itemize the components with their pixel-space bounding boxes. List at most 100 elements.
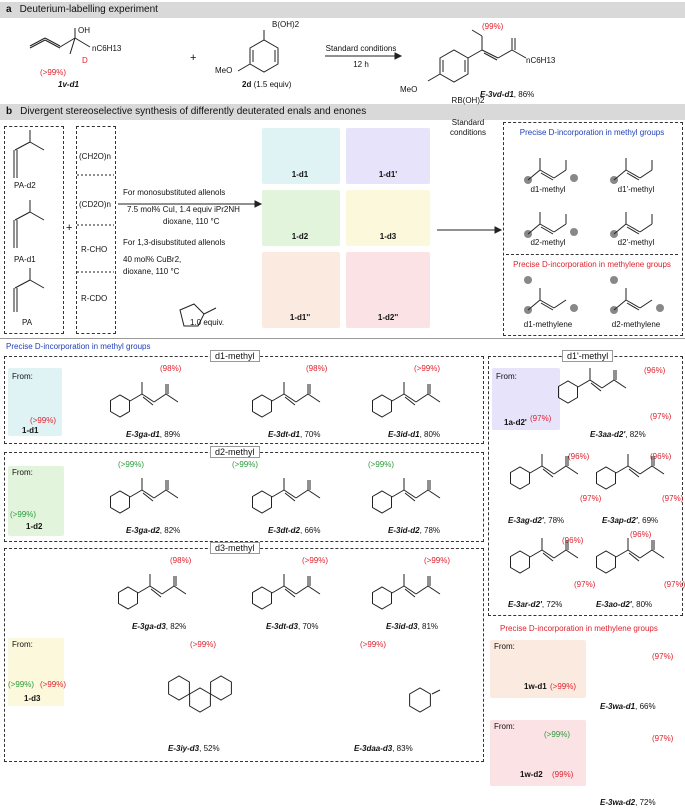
bond [415, 393, 429, 403]
allenol-tile-5 [262, 252, 340, 328]
d2-from-pct: (>99%) [10, 510, 37, 519]
bond [271, 585, 285, 594]
summary-d2p-methyl: d2'-methyl [617, 238, 655, 247]
bond [529, 465, 543, 474]
m1-prod-pct: (97%) [652, 652, 674, 661]
d1p-p3-yield: , 69% [637, 516, 659, 525]
reagent-ch2o: (CH2O)n [79, 152, 112, 161]
m1-prod-label: E-3wa-d1 [600, 702, 636, 711]
bond [541, 549, 555, 559]
bond [542, 552, 554, 562]
d3-from-tile [8, 638, 64, 706]
bond [651, 549, 665, 559]
panel-b-arrows [13, 130, 503, 327]
bond [431, 689, 441, 695]
bond [628, 468, 640, 478]
allenol-4: 1-d3 [379, 232, 397, 241]
sm1-oh: OH [78, 26, 90, 35]
d1-p2-pct: (98%) [306, 364, 328, 373]
prod-a-yield: , 86% [513, 90, 535, 99]
sm1-label: 1v-d1 [58, 80, 79, 89]
scope-methyl-title: Precise D-incorporation in methyl groups [6, 342, 151, 351]
allenol-tile-4 [346, 190, 430, 246]
panel-a-letter: a [6, 4, 12, 15]
cond-di-1: 40 mol% CuBr2, [123, 255, 182, 264]
bond [271, 393, 285, 402]
d1-p3-label: E-3id-d1 [388, 430, 420, 439]
bond [627, 549, 641, 559]
d1p-p2-label: E-3ag-d2' [508, 516, 544, 525]
d1-from-tile [8, 368, 62, 436]
summary-box [503, 122, 683, 336]
d1p-p2-yield: , 78% [543, 516, 565, 525]
ring [510, 466, 530, 490]
bond [404, 588, 416, 598]
scope-divider [0, 338, 685, 339]
d2-p1-pct: (>99%) [118, 460, 145, 469]
bond [284, 396, 296, 406]
cond-mono-1: 7.5 mol% CuI, 1.4 equiv iPr2NH [127, 205, 240, 214]
allenol-tile-2 [346, 128, 430, 184]
bond [590, 382, 602, 392]
scope-methylene-title: Precise D-incorporation in methylene gro… [500, 624, 658, 633]
d1-methyl-header: d1-methyl [210, 350, 260, 362]
allenol-1: 1-d1 [291, 170, 309, 179]
bond [283, 489, 297, 499]
d3-p1-label: E-3ga-d3 [132, 622, 166, 631]
d2-p2-yield: , 66% [300, 526, 321, 535]
d2-from-tile [8, 466, 64, 536]
allenol-tile-1 [262, 128, 340, 184]
bond [307, 489, 321, 499]
d1p-p1-pct2: (97%) [650, 412, 672, 421]
d1-p3-pct: (>99%) [414, 364, 441, 373]
bond [565, 465, 579, 475]
d1-p2-label: E-3dt-d1 [268, 430, 300, 439]
ring [372, 394, 392, 418]
ring [210, 675, 232, 701]
d3-p3-yield: , 81% [417, 622, 439, 631]
m1-from-pct: (>99%) [550, 682, 577, 691]
reagent-rcdo: R-CDO [81, 294, 108, 303]
d1p-from-pct: (97%) [530, 414, 552, 423]
cond-mono-2: dioxane, 110 °C [163, 217, 220, 226]
d1p-p1-pct1: (96%) [644, 366, 666, 375]
m1-from: From: [494, 642, 515, 651]
summary-d1-methylene: d1-methylene [523, 320, 573, 329]
d1-from-pct: (>99%) [30, 416, 57, 425]
bond [150, 588, 162, 598]
d1-p1-pct: (98%) [160, 364, 182, 373]
summary-structures [524, 158, 664, 314]
d1p-p4-pct2: (97%) [574, 580, 596, 589]
bond [651, 465, 665, 475]
sm2-sub: MeO [215, 66, 233, 75]
bond [141, 489, 155, 499]
reagent-rcho: R-CHO [81, 245, 108, 254]
summary-d2-methylene: d2-methylene [611, 320, 661, 329]
sm1-pct: (>99%) [40, 68, 67, 77]
d2-p3-yield: , 78% [419, 526, 441, 535]
pa-d1: PA-d1 [14, 255, 36, 264]
prod-a-pct: (99%) [482, 22, 504, 31]
bond [615, 465, 629, 474]
allenol-2: 1-d1' [378, 170, 398, 179]
d2-p2-label: E-3dt-d2 [268, 526, 300, 535]
ring [372, 586, 392, 610]
bond [553, 549, 567, 559]
d3-p3-label: E-3id-d3 [386, 622, 418, 631]
d1p-p3-pct2: (97%) [662, 494, 684, 503]
ring [252, 586, 272, 610]
bond [415, 585, 429, 595]
d1p-p4-yield: , 72% [541, 600, 563, 609]
sm2-group: B(OH)2 [272, 20, 300, 29]
bond [283, 585, 297, 595]
m2-prod-label: E-3wa-d2 [600, 798, 636, 807]
ring [409, 687, 431, 713]
bond [613, 379, 627, 389]
d1p-p5-label: E-3ao-d2' [596, 600, 632, 609]
d3-p5-label: E-3daa-d3 [354, 744, 393, 753]
prod-a-alkyl: nC6H13 [526, 56, 556, 65]
bond [639, 465, 653, 475]
